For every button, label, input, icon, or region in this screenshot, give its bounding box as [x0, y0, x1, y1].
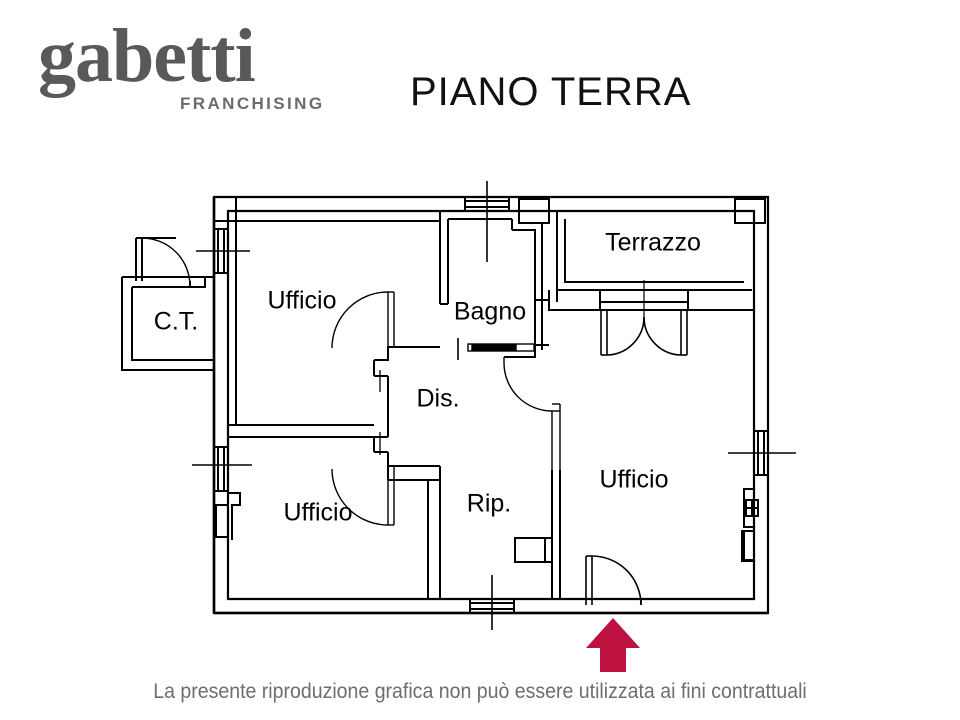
disclaimer-text: La presente riproduzione grafica non può… — [153, 680, 807, 703]
page-title: PIANO TERRA — [410, 70, 692, 114]
logo-tagline: FRANCHISING — [180, 94, 325, 113]
terrazzo-interior-wall — [548, 290, 754, 311]
room-label-ufficio-2: Ufficio — [599, 466, 668, 494]
gabetti-logo: gabetti FRANCHISING — [38, 18, 338, 114]
room-label-terrazzo: Terrazzo — [605, 229, 701, 257]
ufficio-upper-left-inner — [235, 220, 440, 425]
bagno-walls — [504, 222, 549, 358]
main-entrance-door — [585, 555, 642, 606]
interior-wall-top-stub — [440, 210, 520, 230]
window-left-lower — [213, 446, 229, 492]
door-swing-dis-to-ufficio-upper — [331, 291, 395, 392]
ct-annex — [121, 237, 214, 371]
logo-wordmark: gabetti — [38, 14, 256, 98]
room-label-ufficio-1: Ufficio — [267, 287, 336, 315]
room-label-bagno: Bagno — [454, 298, 526, 326]
dis-walls — [373, 346, 441, 481]
rip-niche — [514, 537, 552, 563]
room-label-dis: Dis. — [416, 385, 459, 413]
right-wall-fixture — [741, 488, 759, 562]
door-swing-dis-to-ufficio-lower — [331, 432, 395, 526]
entrance-arrow-icon — [586, 618, 640, 672]
room-label-ct: C.T. — [154, 308, 198, 336]
bagno-fixtures — [457, 338, 535, 360]
outer-walls — [212, 195, 770, 615]
interior-wall-vertical-left — [439, 210, 449, 305]
door-swing-dis-to-ufficio-right — [503, 357, 561, 470]
room-label-ufficio-3: Ufficio — [283, 499, 352, 527]
french-doors-terrazzo — [600, 280, 688, 356]
room-label-rip: Rip. — [467, 490, 511, 518]
top-left-pier — [213, 196, 237, 222]
left-wall-niche — [215, 492, 241, 540]
room-labels: C.T. Ufficio Bagno Terrazzo Dis. Ufficio… — [154, 229, 701, 527]
wall-outline-accent — [212, 197, 768, 615]
rip-walls — [427, 470, 561, 599]
interior-wall-horizontal-left — [227, 424, 374, 438]
